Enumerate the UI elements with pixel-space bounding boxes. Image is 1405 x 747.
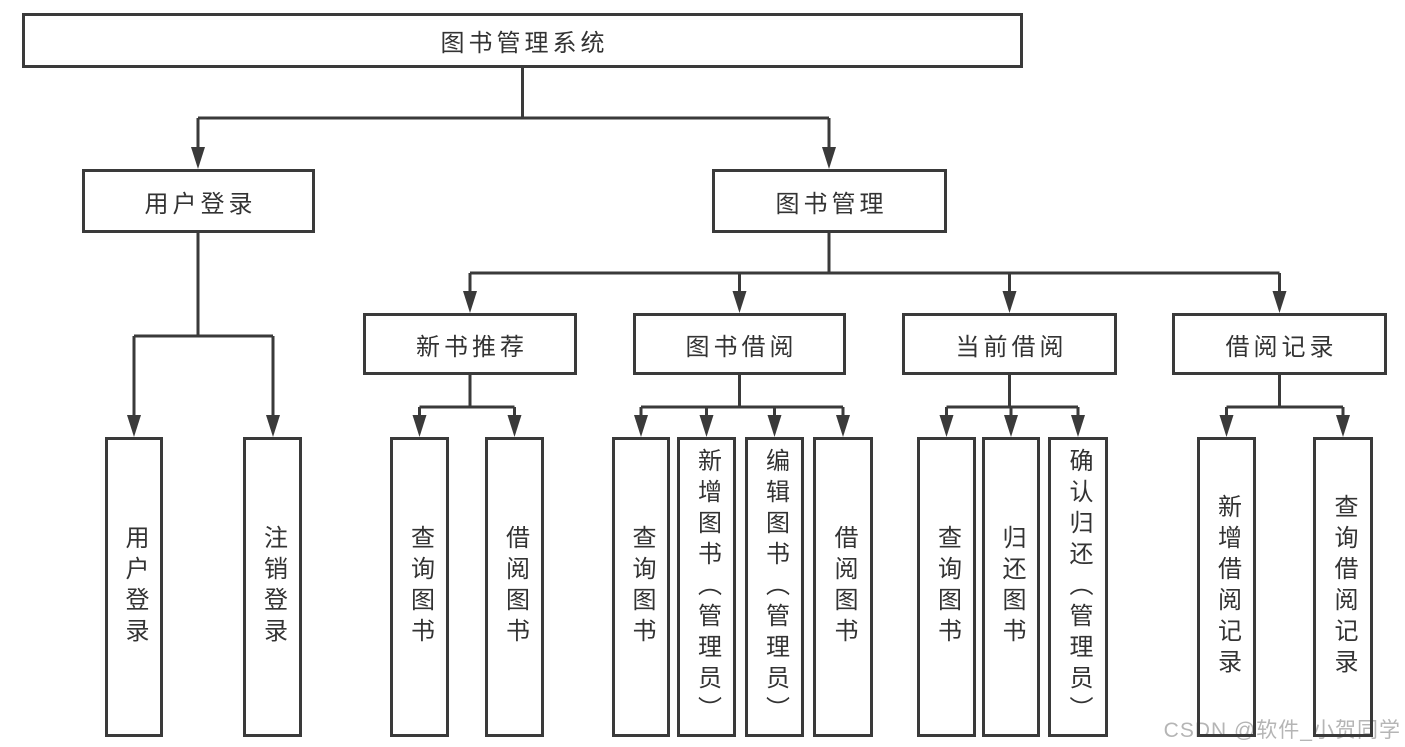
node-label: 查询借阅记录 (1330, 494, 1357, 680)
node-label: 编辑图书（管理员） (761, 447, 789, 727)
node-library-management-system: 图书管理系统 (22, 13, 1023, 68)
node-label: 新增借阅记录 (1213, 494, 1241, 680)
node-label: 借阅记录 (1225, 333, 1338, 361)
leaf-query-books-current: 查询图书 (917, 437, 976, 737)
node-label: 图书借阅 (685, 333, 798, 361)
node-label: 用户登录 (121, 525, 148, 649)
node-label: 查询图书 (406, 525, 434, 649)
node-new-book-recommend: 新书推荐 (363, 313, 577, 375)
node-label: 查询图书 (933, 525, 961, 649)
node-label: 借阅图书 (830, 525, 857, 649)
leaf-confirm-return-admin: 确认归还（管理员） (1048, 437, 1108, 737)
node-label: 借阅图书 (501, 525, 529, 649)
leaf-borrow-books: 借阅图书 (813, 437, 873, 737)
node-label: 确认归还（管理员） (1065, 447, 1092, 727)
node-label: 新书推荐 (416, 333, 528, 361)
leaf-add-borrow-record: 新增借阅记录 (1197, 437, 1256, 737)
leaf-query-books-borrowing: 查询图书 (612, 437, 670, 737)
leaf-edit-books-admin: 编辑图书（管理员） (745, 437, 804, 737)
leaf-logout: 注销登录 (243, 437, 302, 737)
node-label: 归还图书 (998, 525, 1025, 649)
node-label: 图书管理 (775, 190, 888, 218)
node-label: 用户登录 (144, 190, 257, 218)
leaf-query-books-recommend: 查询图书 (390, 437, 449, 737)
node-label: 图书管理系统 (440, 30, 609, 57)
node-borrowing-records: 借阅记录 (1172, 313, 1387, 375)
leaf-return-books: 归还图书 (982, 437, 1040, 737)
node-label: 新增图书（管理员） (693, 447, 721, 727)
leaf-borrow-books-recommend: 借阅图书 (485, 437, 544, 737)
node-label: 查询图书 (628, 525, 655, 649)
leaf-add-books-admin: 新增图书（管理员） (677, 437, 736, 737)
node-book-borrowing: 图书借阅 (633, 313, 846, 375)
node-label: 当前借阅 (955, 333, 1068, 361)
leaf-user-login: 用户登录 (105, 437, 163, 737)
node-book-management-branch: 图书管理 (712, 169, 947, 233)
node-current-borrowing: 当前借阅 (902, 313, 1117, 375)
leaf-query-borrow-record: 查询借阅记录 (1313, 437, 1373, 737)
node-label: 注销登录 (259, 525, 287, 649)
node-user-login-branch: 用户登录 (82, 169, 315, 233)
